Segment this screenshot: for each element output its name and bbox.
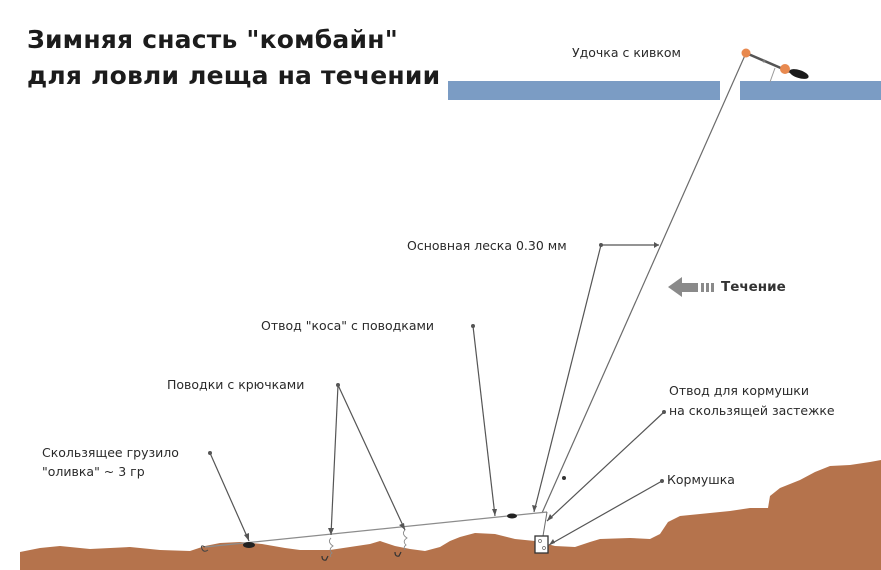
left-arrow-icon xyxy=(668,277,714,297)
pointer-leader-1 xyxy=(330,384,339,536)
rig-bottom-line xyxy=(204,511,548,548)
feeder-branch-line xyxy=(542,511,548,537)
pointer-dot xyxy=(208,451,212,455)
pointer-dot xyxy=(599,243,603,247)
label-leaders: Поводки с крючками xyxy=(167,377,305,392)
pointer-dot xyxy=(662,410,666,414)
rod-support xyxy=(769,67,776,83)
line-stopper-bead xyxy=(562,476,566,480)
rod-guide xyxy=(762,59,766,63)
diagram-title: Зимняя снасть "комбайн" для ловли леща н… xyxy=(27,22,440,94)
title-line-1: Зимняя снасть "комбайн" xyxy=(27,25,398,54)
label-main-line: Основная леска 0.30 мм xyxy=(407,238,567,253)
pointer-braid-branch xyxy=(472,325,496,517)
rod-tip-ball xyxy=(741,48,751,58)
pointer-arrowhead xyxy=(547,514,553,521)
pointer-feeder-branch xyxy=(546,411,665,522)
leader-1 xyxy=(328,537,334,558)
rod-reel-ball xyxy=(780,64,790,74)
label-current: Течение xyxy=(721,279,786,295)
hook-end-left xyxy=(200,545,209,552)
leader-2 xyxy=(402,529,408,551)
sinker-olive xyxy=(243,542,255,548)
ice-layer-left xyxy=(448,81,720,100)
hook-1 xyxy=(321,555,329,561)
pointer-main-line-down xyxy=(533,244,602,513)
feeder-hole-1 xyxy=(538,539,542,543)
pointer-leader-2 xyxy=(337,384,406,531)
riverbed xyxy=(20,460,881,570)
pointer-arrowhead xyxy=(399,523,405,530)
label-feeder: Кормушка xyxy=(667,472,735,487)
feeder-hole-2 xyxy=(542,546,546,550)
pointer-dot xyxy=(471,324,475,328)
label-sinker-2: "оливка" ~ 3 гр xyxy=(42,464,145,479)
label-rod: Удочка с кивком xyxy=(572,45,681,60)
swivel-bead xyxy=(507,513,517,519)
pointer-sinker xyxy=(209,452,250,542)
pointer-arrowhead xyxy=(654,242,659,248)
label-braid-branch: Отвод "коса" с поводками xyxy=(261,318,435,333)
pointer-feeder xyxy=(548,480,663,546)
pointer-arrowhead xyxy=(492,509,497,516)
pointer-arrowhead xyxy=(328,528,334,535)
main-fishing-line xyxy=(541,52,747,514)
pointer-dot xyxy=(660,479,664,483)
pointer-arrowhead xyxy=(549,539,555,545)
pointer-arrowhead xyxy=(244,533,249,541)
hook-2 xyxy=(394,551,402,557)
pointer-arrowhead xyxy=(532,505,537,512)
label-sinker-1: Скользящее грузило xyxy=(42,445,179,460)
title-line-2: для ловли леща на течении xyxy=(27,61,441,90)
pointer-dot xyxy=(336,383,340,387)
feeder-icon xyxy=(534,535,549,554)
label-feeder-branch-1: Отвод для кормушки xyxy=(669,383,809,398)
ice-layer-right xyxy=(740,81,881,100)
rod-handle xyxy=(789,69,809,79)
label-feeder-branch-2: на скользящей застежке xyxy=(669,403,835,418)
